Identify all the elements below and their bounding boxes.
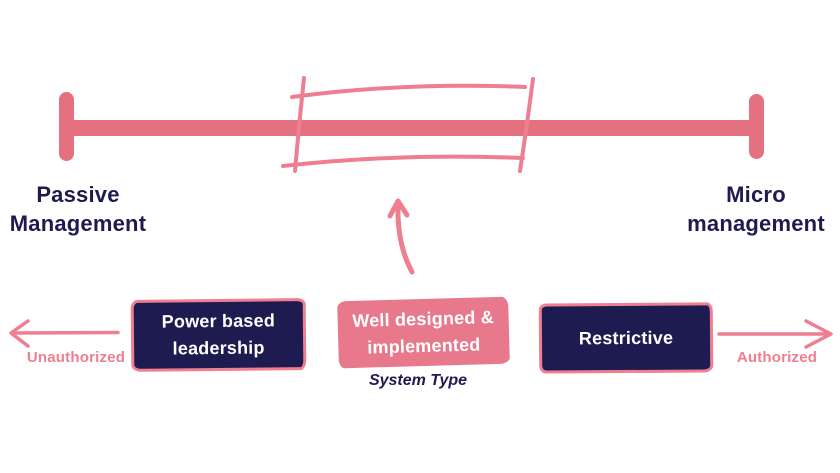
spectrum-bar bbox=[64, 120, 758, 136]
bracket-left-tick bbox=[293, 76, 306, 173]
right-arrow bbox=[717, 319, 833, 349]
curved-up-arrow-head bbox=[387, 198, 410, 219]
left-arrow bbox=[9, 319, 120, 348]
right-arrow-head bbox=[804, 319, 833, 349]
power-based-leadership-box: Power based leadership bbox=[130, 298, 307, 372]
left-endcap bbox=[59, 92, 74, 161]
right-endcap bbox=[749, 94, 764, 159]
micro-management-label: Micro management bbox=[687, 182, 825, 236]
left-arrow-head bbox=[9, 319, 30, 348]
authorized-label: Authorized bbox=[736, 349, 818, 366]
middle-section-bracket bbox=[281, 76, 535, 173]
system-type-caption: System Type bbox=[368, 372, 468, 389]
well-designed-implemented-box: Well designed & implemented bbox=[337, 296, 510, 369]
curved-up-arrow-shaft bbox=[395, 202, 415, 275]
left-arrow-shaft bbox=[11, 330, 120, 335]
curved-up-arrow bbox=[387, 198, 415, 275]
bracket-bottom-line bbox=[281, 154, 525, 168]
bracket-right-tick bbox=[518, 77, 535, 173]
unauthorized-label: Unauthorized bbox=[26, 349, 126, 366]
bracket-top-line bbox=[290, 83, 527, 99]
restrictive-box: Restrictive bbox=[538, 302, 714, 374]
passive-management-label: Passive Management bbox=[9, 182, 147, 236]
